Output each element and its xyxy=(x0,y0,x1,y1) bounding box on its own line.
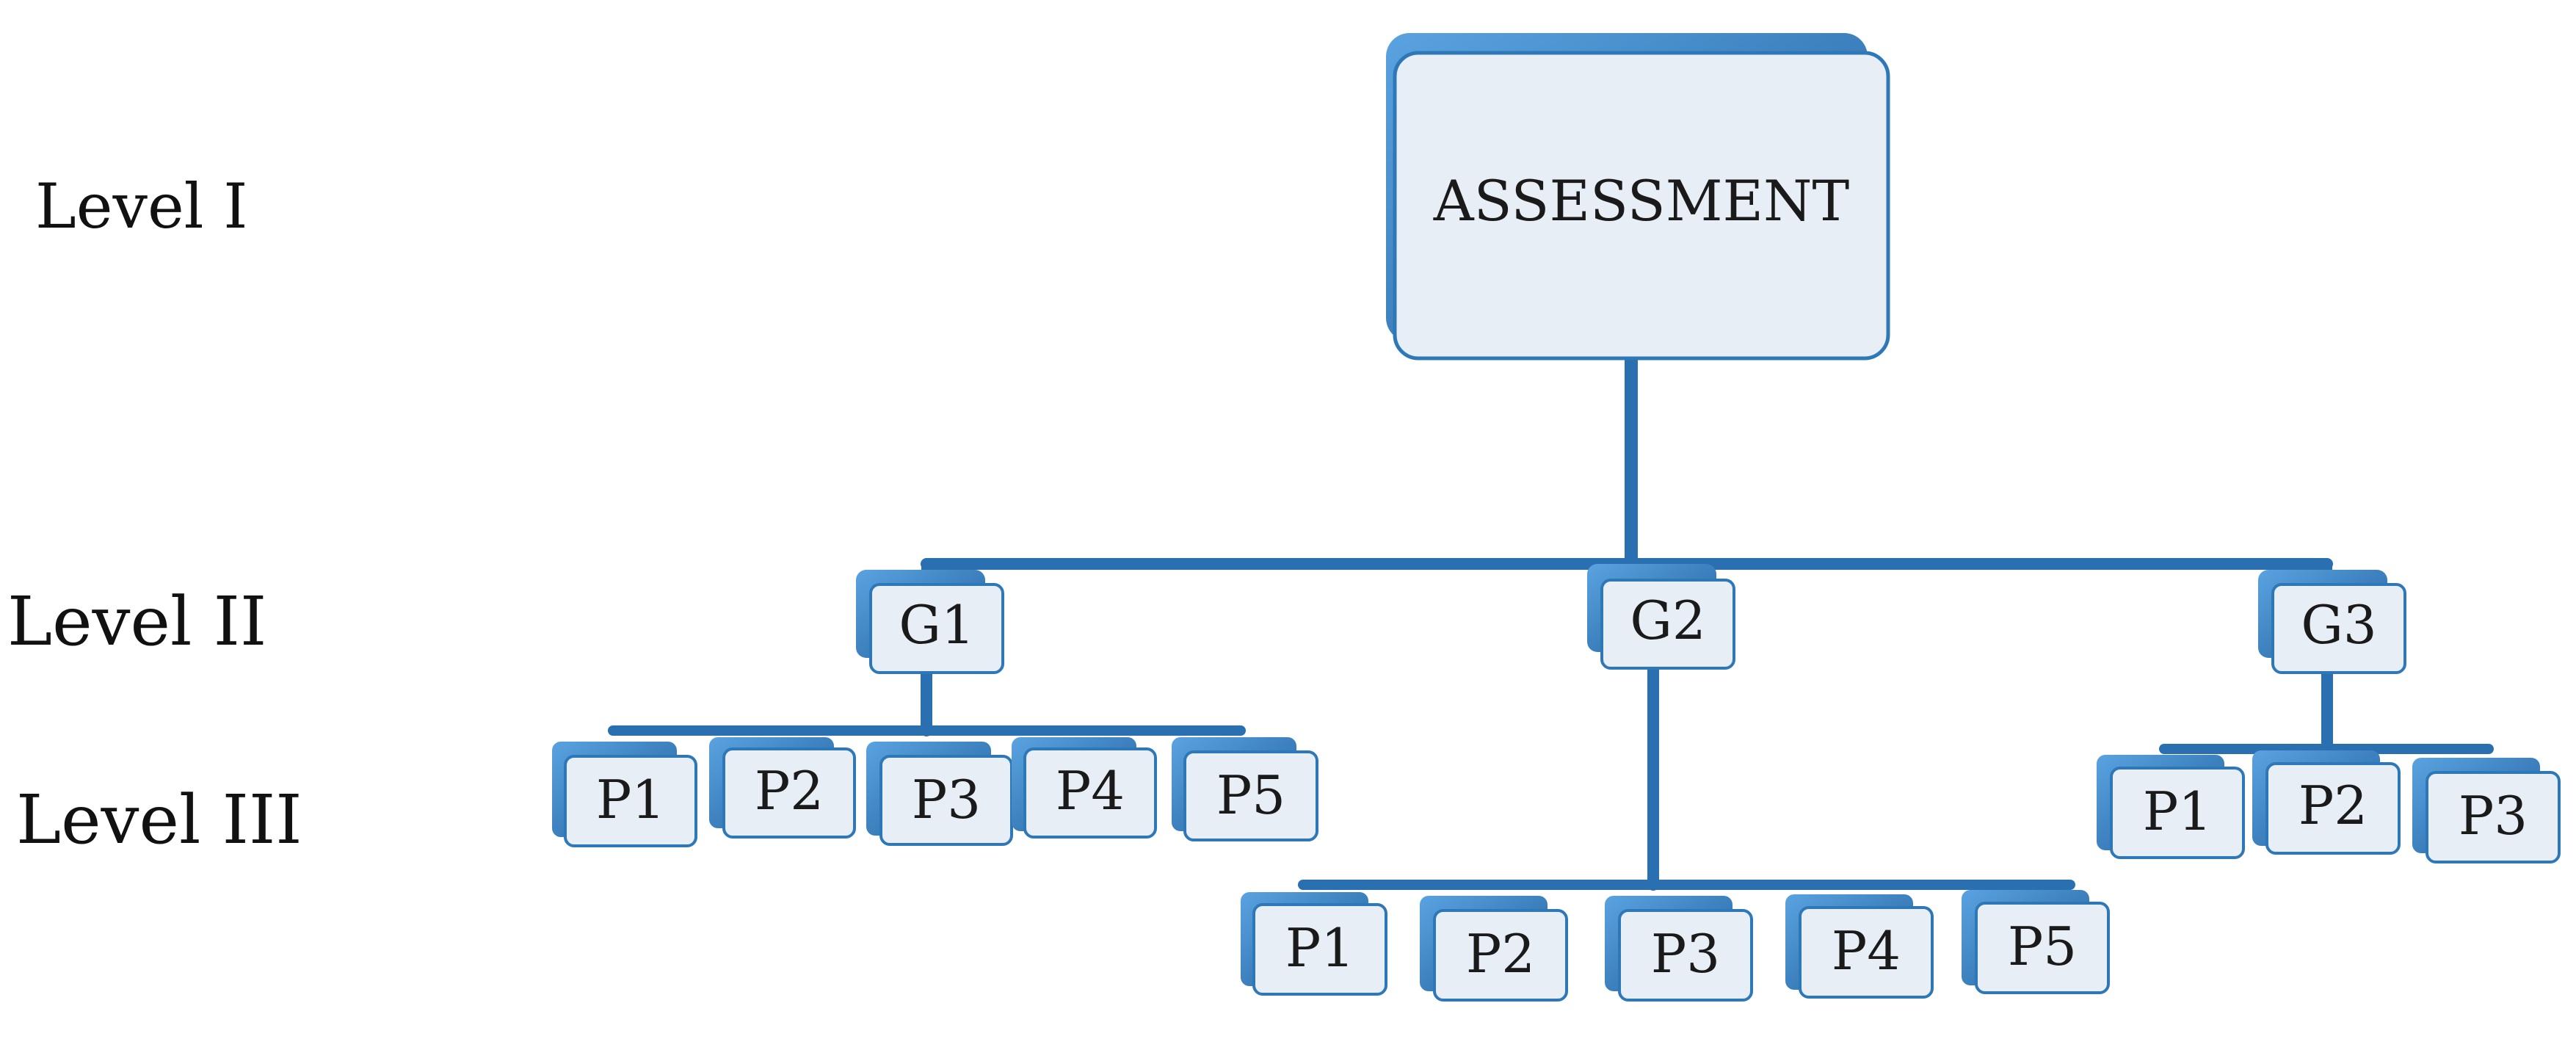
g1-child-label: P1 xyxy=(596,769,665,830)
group-label-g2: G2 xyxy=(1630,590,1705,651)
g2-child-label: P1 xyxy=(1285,917,1354,979)
g2-child-p1: P1 xyxy=(1241,892,1387,996)
level-3-label: Level III xyxy=(16,781,302,859)
g2-child-p2: P2 xyxy=(1420,896,1568,1002)
group-node-g3: G3 xyxy=(2258,570,2406,674)
group-node-g2: G2 xyxy=(1587,564,1735,670)
g1-child-p1: P1 xyxy=(552,742,697,847)
g3-child-p2: P2 xyxy=(2252,750,2401,855)
g3-child-label: P2 xyxy=(2299,775,2368,836)
root-node: ASSESSMENT xyxy=(1386,33,1890,361)
g1-child-label: P5 xyxy=(1216,764,1285,826)
g1-child-p2: P2 xyxy=(709,737,856,839)
g1-child-label: P3 xyxy=(912,769,981,830)
group-label-g1: G1 xyxy=(899,594,974,656)
g3-child-p3: P3 xyxy=(2412,758,2561,863)
g3-child-label: P3 xyxy=(2459,785,2528,847)
level-2-label: Level II xyxy=(7,582,266,661)
g2-child-p4: P4 xyxy=(1785,894,1934,999)
g3-child-p1: P1 xyxy=(2097,755,2245,859)
g1-child-label: P2 xyxy=(755,760,824,822)
g2-child-p3: P3 xyxy=(1605,896,1753,1002)
group-label-g3: G3 xyxy=(2301,594,2376,656)
g2-child-label: P4 xyxy=(1832,920,1901,982)
g2-child-p5: P5 xyxy=(1962,890,2110,994)
root-node-label: ASSESSMENT xyxy=(1433,168,1849,233)
g1-child-p4: P4 xyxy=(1012,737,1157,839)
group-node-g1: G1 xyxy=(856,570,1004,674)
g2-child-label: P3 xyxy=(1651,923,1720,985)
g2-child-label: P5 xyxy=(2008,916,2077,977)
g1-child-p5: P5 xyxy=(1172,737,1318,841)
level-1-label: Level I xyxy=(35,170,247,242)
g2-child-label: P2 xyxy=(1466,923,1535,985)
g1-child-p3: P3 xyxy=(866,742,1013,846)
connector-lines xyxy=(608,353,2494,891)
g1-child-label: P4 xyxy=(1056,760,1125,822)
g3-child-label: P1 xyxy=(2143,781,2212,842)
